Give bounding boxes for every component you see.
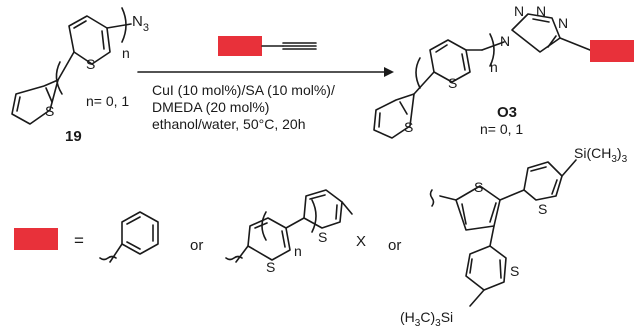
bond <box>399 101 408 115</box>
bond <box>235 245 249 263</box>
bond <box>439 195 457 201</box>
ring-sulfur-label: S <box>86 56 95 72</box>
bond <box>469 289 485 307</box>
conditions-line-2: DMEDA (20 mol%) <box>152 99 269 115</box>
trimethylsilyl-bottom: (H3C)3Si <box>400 309 453 329</box>
ring-sulfur-label: S <box>474 179 483 195</box>
bond <box>126 241 141 250</box>
repeat-index-label: n <box>490 59 498 75</box>
repeat-bracket-right <box>489 33 495 67</box>
bond <box>551 179 558 195</box>
trimethylsilyl-top: Si(CH3)3 <box>574 145 628 165</box>
bond <box>530 166 547 172</box>
bond <box>489 225 495 247</box>
placeholder-block <box>590 40 634 62</box>
bond <box>511 13 561 53</box>
or-label: or <box>190 237 203 254</box>
ring-sulfur-label: S <box>448 75 457 91</box>
azide-label: N3 <box>132 13 149 34</box>
wavy-attachment <box>429 189 435 207</box>
placeholder-block <box>218 36 262 56</box>
bond <box>455 185 501 231</box>
bond <box>73 20 87 29</box>
or-label: or <box>388 237 401 254</box>
terthiophene-tms-substituent: S S S Si(CH3)3 (H3C)3Si <box>400 145 628 329</box>
phenyl-substituent <box>99 211 159 263</box>
end-group-x: X <box>356 233 366 250</box>
repeat-bracket-left <box>261 211 267 241</box>
reagent-alkyne <box>218 36 317 56</box>
bond <box>109 243 123 263</box>
repeat-bracket-right <box>311 199 317 233</box>
repeat-index-label: n <box>122 45 130 61</box>
repeat-bracket-right <box>121 7 127 43</box>
bond <box>16 96 21 112</box>
bond <box>461 203 467 225</box>
n-values-label: n= 0, 1 <box>86 93 129 109</box>
reactant-19: S S N3 n n= 0, 1 19 <box>11 7 149 145</box>
bond <box>254 222 268 229</box>
compound-number-19: 19 <box>65 128 82 145</box>
bond <box>101 30 105 50</box>
bond <box>281 230 286 248</box>
bond <box>469 258 473 274</box>
bond <box>11 79 59 125</box>
wavy-attachment <box>225 255 243 261</box>
bond <box>335 204 338 220</box>
ring-sulfur-label: S <box>45 103 54 119</box>
bond <box>126 216 141 225</box>
repeat-bracket-left <box>415 57 421 89</box>
bond <box>435 44 448 53</box>
bond <box>45 87 53 103</box>
bond <box>547 35 557 48</box>
triazole-nitrogen: N <box>500 33 510 49</box>
bond <box>532 18 550 23</box>
legend-row: = or S S n X <box>14 145 628 329</box>
bond <box>499 259 502 279</box>
ring-sulfur-label: S <box>538 201 547 217</box>
ring-sulfur-label: S <box>510 263 519 279</box>
triazole-nitrogen: N <box>558 15 568 31</box>
bond <box>106 23 132 29</box>
product-O3: N N N N S S n O3 n= 0, 1 <box>373 3 634 139</box>
bond <box>413 71 435 95</box>
bond <box>57 51 75 81</box>
bond <box>489 202 497 223</box>
bond <box>378 112 381 128</box>
wavy-attachment <box>99 255 117 261</box>
bond <box>341 201 353 215</box>
bond <box>461 53 466 71</box>
bond <box>499 189 525 201</box>
ring-sulfur-label: S <box>266 259 275 275</box>
bond <box>309 194 326 200</box>
arrow-head <box>384 67 394 77</box>
bond <box>285 217 305 229</box>
conditions-line-3: ethanol/water, 50°C, 20h <box>152 116 305 132</box>
repeat-index-label: n <box>294 243 302 259</box>
ring-sulfur-label: S <box>318 229 327 245</box>
triazole-nitrogen: N <box>536 3 546 19</box>
bond <box>561 159 577 177</box>
reaction-arrow <box>137 67 394 77</box>
equals-sign: = <box>74 231 84 250</box>
conditions-line-1: CuI (10 mol%)/SA (10 mol%)/ <box>152 82 335 98</box>
bond <box>559 37 591 51</box>
n-values-label: n= 0, 1 <box>480 121 523 137</box>
triazole-nitrogen: N <box>514 3 524 19</box>
ring-sulfur-label: S <box>404 119 413 135</box>
reaction-conditions: CuI (10 mol%)/SA (10 mol%)/ DMEDA (20 mo… <box>152 82 335 132</box>
compound-number-O3: O3 <box>497 104 517 121</box>
repeat-bracket-left <box>55 61 63 95</box>
bond <box>373 93 415 139</box>
oligothiophene-substituent: S S n X <box>225 189 366 275</box>
placeholder-block <box>14 228 58 250</box>
